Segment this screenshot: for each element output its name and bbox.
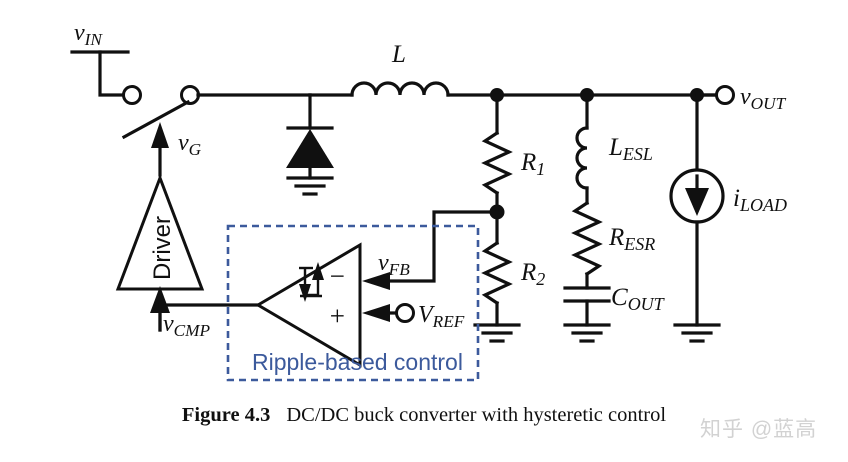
power-inductor-group: [308, 81, 592, 97]
lesl-coils: [575, 126, 589, 190]
label-comparator-minus: −: [328, 261, 346, 291]
label-v-g: vG: [178, 130, 202, 159]
resistor-r2-group: [473, 210, 521, 343]
label-resr: RESR: [608, 224, 655, 254]
label-inductor-l: L: [391, 41, 406, 68]
label-v-in: vIN: [74, 20, 103, 49]
v-fb-arrowhead: [362, 272, 390, 290]
capacitor-cout-group: [563, 286, 611, 343]
label-r2: R2: [520, 259, 545, 289]
switch-right-contact: [180, 85, 200, 105]
input-terminal-group: [70, 50, 142, 105]
ground-symbol-r2: [473, 323, 521, 343]
inductor-lesl-group: [575, 93, 589, 205]
switch-blade: [121, 99, 191, 140]
figure-caption: Figure 4.3 DC/DC buck converter with hyst…: [0, 404, 848, 427]
vcmp-wire: [158, 303, 260, 308]
resistor-r1-group: [481, 93, 513, 214]
diode-triangle: [286, 129, 334, 168]
ripple-control-dashed-box: [226, 224, 480, 382]
ground-symbol-load: [673, 323, 721, 343]
label-cout: COUT: [611, 284, 666, 314]
r2-zigzag: [481, 240, 513, 306]
vref-terminal: [395, 303, 415, 323]
hysteresis-symbol: [299, 262, 324, 302]
label-v-ref: VREF: [418, 302, 465, 331]
figure-caption-text: DC/DC buck converter with hysteretic con…: [286, 404, 667, 426]
feedback-wire: [383, 210, 499, 283]
comparator-triangle: [255, 242, 362, 368]
feedback-tap-group: [362, 204, 505, 290]
v-out-terminal: [715, 85, 735, 105]
power-switch-group: [121, 85, 312, 177]
resr-zigzag: [571, 200, 603, 277]
gate-control-arrowhead: [151, 122, 169, 148]
load-current-source-group: [669, 93, 725, 343]
label-v-cmp: vCMP: [163, 311, 211, 340]
iload-arrowhead: [685, 188, 709, 216]
hysteresis-up-arrow: [312, 262, 324, 280]
label-driver: Driver: [149, 216, 176, 280]
vref-arrowhead: [362, 304, 390, 322]
label-i-load: iLOAD: [733, 185, 787, 215]
label-v-out: vOUT: [740, 84, 787, 113]
label-ripple-based-control: Ripple-based control: [252, 349, 463, 375]
label-lesl: LESL: [608, 134, 653, 164]
figure-number: Figure 4.3: [181, 404, 271, 426]
vcmp-wire-group: [158, 303, 260, 312]
switch-left-contact: [122, 85, 142, 105]
inductor-coils: [350, 81, 450, 97]
hysteresis-down-arrow: [299, 284, 311, 302]
v-in-lead: [98, 50, 126, 97]
label-r1: R1: [520, 149, 545, 179]
label-comparator-plus: +: [328, 301, 346, 331]
ground-symbol-cout: [563, 323, 611, 343]
resistor-resr-group: [571, 200, 603, 290]
hysteretic-comparator-group: [255, 242, 415, 368]
r1-zigzag: [481, 130, 513, 196]
label-v-fb: vFB: [378, 250, 410, 279]
freewheel-diode-group: [286, 93, 334, 196]
ground-symbol-diode: [286, 176, 334, 196]
watermark: 知乎 @蓝高: [700, 418, 818, 441]
